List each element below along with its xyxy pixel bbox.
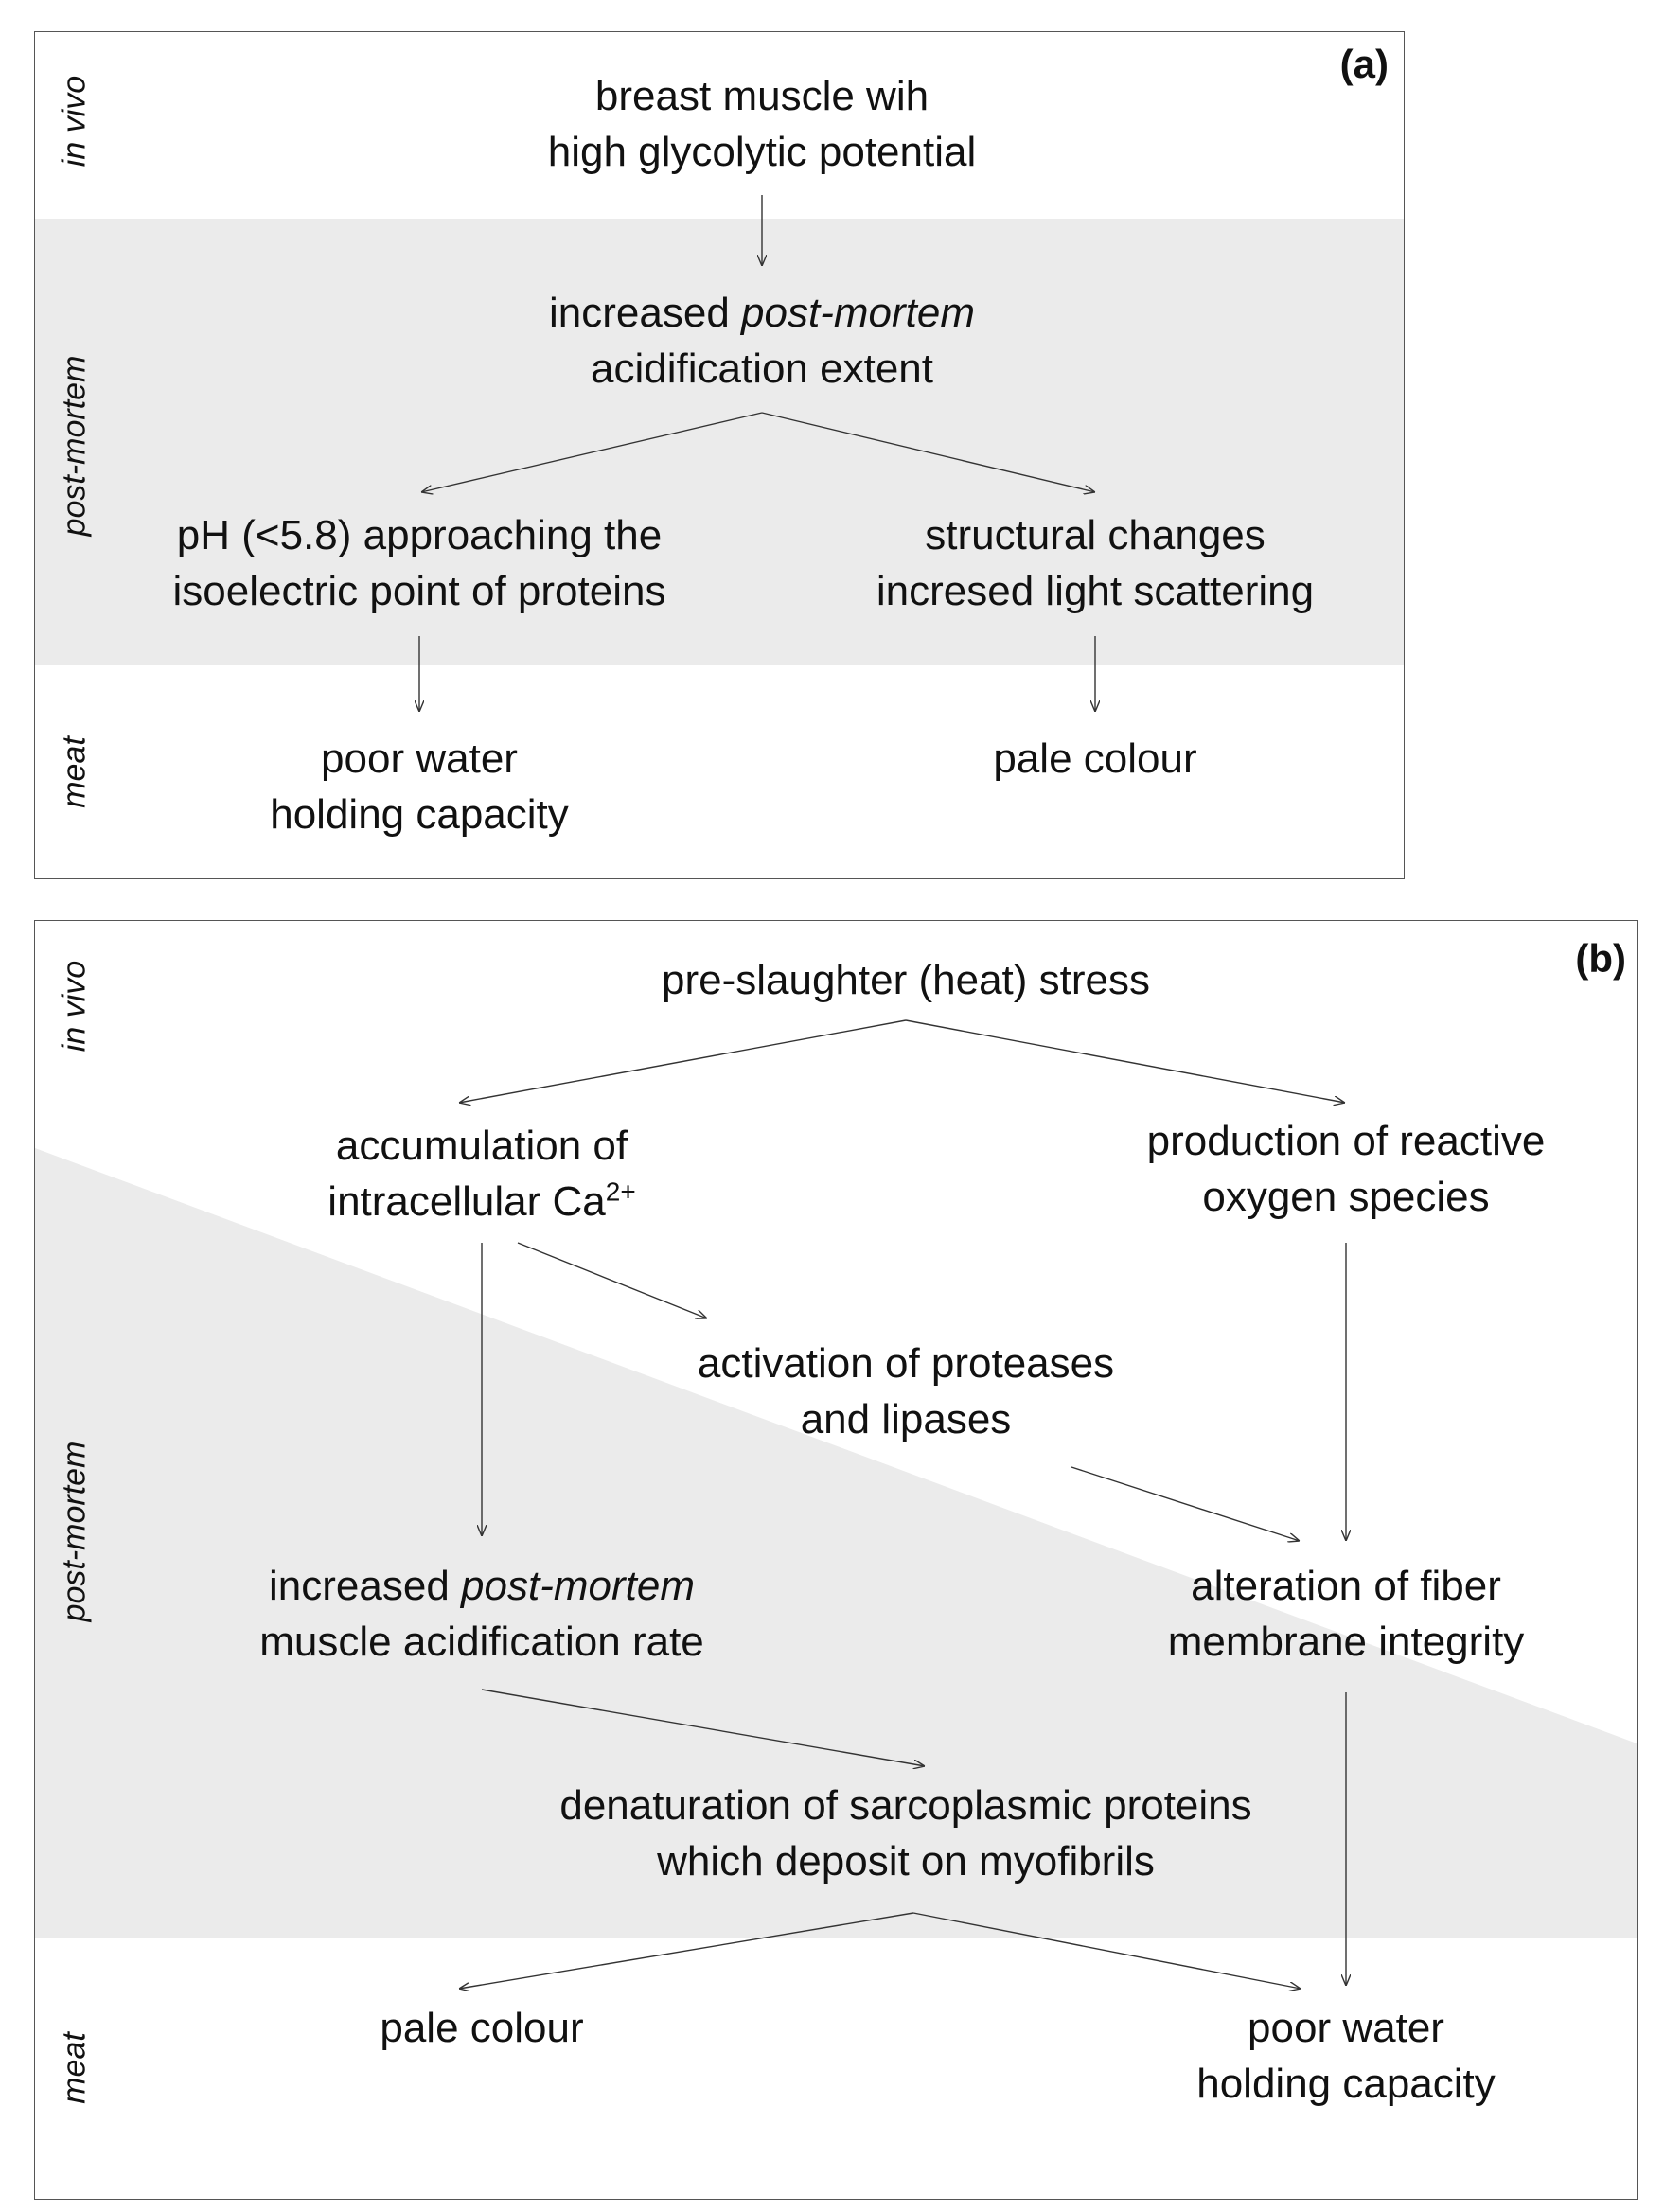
node-line: high glycolytic potential bbox=[547, 129, 977, 175]
stage-label-meat: meat bbox=[56, 736, 93, 808]
node-line: poor water bbox=[321, 735, 518, 782]
node-line: isoelectric point of proteins bbox=[172, 568, 666, 614]
node-line: pale colour bbox=[380, 2005, 584, 2051]
node-line: oxygen species bbox=[1202, 1174, 1490, 1220]
panel-a-arrows bbox=[35, 195, 1405, 712]
panel-b: in vivo post-mortem meat (b) pre-slaught… bbox=[34, 920, 1638, 2200]
panel-label: (b) bbox=[1575, 936, 1626, 981]
arrow-proteases-to-membrane bbox=[1071, 1466, 1300, 1541]
node-line: membrane integrity bbox=[1167, 1619, 1525, 1665]
node-acidification-extent: increased post-mortem acidification exte… bbox=[549, 285, 975, 397]
node-breast-muscle: breast muscle wih high glycolytic potent… bbox=[548, 68, 976, 180]
node-text-italic: post-mortem bbox=[461, 1563, 695, 1609]
superscript: 2+ bbox=[605, 1177, 636, 1207]
node-pale-colour: pale colour bbox=[993, 731, 1196, 787]
node-proteases: activation of proteases and lipases bbox=[698, 1336, 1114, 1447]
node-ph-isoelectric: pH (<5.8) approaching the isoelectric po… bbox=[173, 507, 666, 619]
node-text: increased bbox=[269, 1563, 462, 1609]
panel-b-background bbox=[35, 1148, 1637, 1938]
post-mortem-band bbox=[35, 1148, 1637, 1938]
arrow-denaturation-to-whc bbox=[912, 1912, 1301, 1989]
node-text-italic: post-mortem bbox=[741, 290, 975, 336]
arrow-acidification-to-ph bbox=[421, 412, 763, 492]
node-membrane: alteration of fiber membrane integrity bbox=[1168, 1558, 1525, 1670]
panel-a: in vivo post-mortem meat (a) breast musc… bbox=[34, 31, 1405, 879]
node-acidification-rate: increased post-mortem muscle acidificati… bbox=[259, 1558, 704, 1670]
stage-label-post-mortem: post-mortem bbox=[56, 1441, 93, 1622]
node-line: activation of proteases bbox=[697, 1340, 1115, 1387]
node-line: and lipases bbox=[800, 1396, 1012, 1442]
node-line: incresed light scattering bbox=[876, 568, 1315, 614]
node-poor-whc: poor water holding capacity bbox=[270, 731, 569, 842]
node-text: intracellular Ca bbox=[327, 1178, 606, 1225]
node-line: increased post-mortem bbox=[549, 285, 975, 341]
node-line: pale colour bbox=[993, 735, 1197, 782]
node-line: poor water bbox=[1248, 2005, 1444, 2051]
panel-label: (a) bbox=[1339, 42, 1389, 86]
node-line: acidification extent bbox=[591, 345, 933, 392]
arrow-stress-to-calcium bbox=[459, 1019, 907, 1103]
node-text: increased bbox=[549, 290, 742, 336]
node-line: increased post-mortem bbox=[259, 1558, 704, 1614]
arrow-acidification-to-denaturation bbox=[481, 1689, 925, 1766]
stage-label-in-vivo: in vivo bbox=[56, 960, 93, 1053]
node-denaturation: denaturation of sarcoplasmic proteins wh… bbox=[559, 1778, 1251, 1889]
node-heat-stress: pre-slaughter (heat) stress bbox=[662, 952, 1150, 1008]
node-line: pre-slaughter (heat) stress bbox=[662, 957, 1150, 1003]
node-line: which deposit on myofibrils bbox=[657, 1838, 1155, 1885]
node-line: pH (<5.8) approaching the bbox=[176, 512, 663, 558]
post-mortem-band bbox=[35, 219, 1404, 665]
stage-label-in-vivo: in vivo bbox=[56, 75, 93, 168]
node-line: accumulation of bbox=[335, 1123, 628, 1169]
arrow-denaturation-to-pale bbox=[459, 1912, 914, 1989]
panel-b-arrows bbox=[35, 1019, 1638, 2200]
node-line: denaturation of sarcoplasmic proteins bbox=[559, 1782, 1252, 1829]
node-line: structural changes bbox=[925, 512, 1266, 558]
arrow-stress-to-ros bbox=[905, 1019, 1345, 1103]
node-line: intracellular Ca2+ bbox=[327, 1174, 635, 1230]
node-line: muscle acidification rate bbox=[259, 1619, 704, 1665]
stage-label-meat: meat bbox=[56, 2032, 93, 2104]
node-ros: production of reactive oxygen species bbox=[1147, 1113, 1546, 1225]
node-line: holding capacity bbox=[270, 791, 569, 838]
node-line: holding capacity bbox=[1196, 2061, 1496, 2107]
node-poor-whc: poor water holding capacity bbox=[1196, 2000, 1496, 2112]
arrow-acidification-to-structural bbox=[761, 412, 1095, 492]
stage-label-post-mortem: post-mortem bbox=[56, 355, 93, 537]
node-pale-colour: pale colour bbox=[380, 2000, 583, 2056]
node-line: alteration of fiber bbox=[1191, 1563, 1501, 1609]
arrow-calcium-to-proteases bbox=[517, 1242, 707, 1318]
node-calcium: accumulation of intracellular Ca2+ bbox=[327, 1118, 635, 1230]
node-line: production of reactive bbox=[1146, 1118, 1546, 1164]
node-structural-changes: structural changes incresed light scatte… bbox=[876, 507, 1314, 619]
node-line: breast muscle wih bbox=[594, 73, 929, 119]
